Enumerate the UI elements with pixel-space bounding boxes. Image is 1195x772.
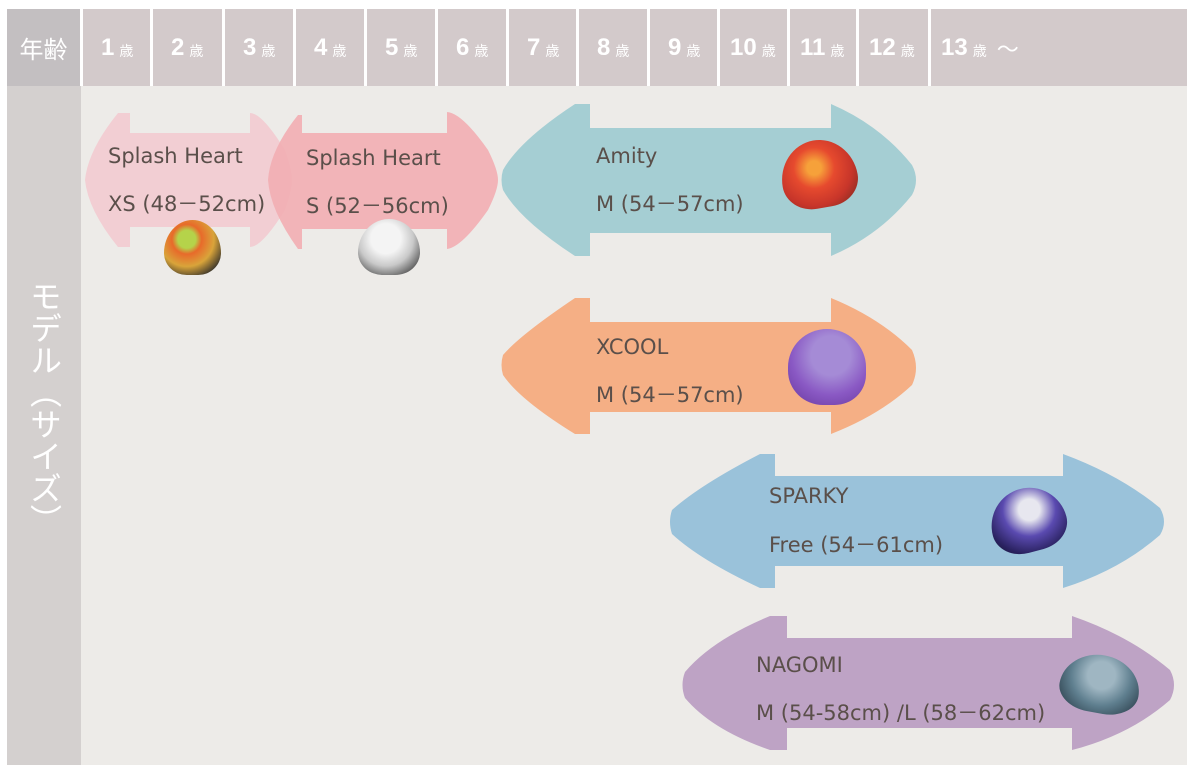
age-label-text: 年齢 [19, 36, 68, 64]
model-size: S (52－56cm) [306, 194, 449, 218]
age-unit: 歳 [189, 43, 204, 60]
age-header-label: 年齢 [7, 9, 80, 86]
age-number: 9 [668, 33, 682, 61]
arrow-splash-heart-xs [85, 113, 292, 247]
model-name: XCOOL [596, 335, 669, 359]
age-number: 12 [869, 33, 896, 61]
arrow-nagomi [682, 616, 1174, 750]
age-unit: 歳 [761, 43, 776, 60]
model-size-label: モデル（サイズ） [25, 280, 63, 536]
age-number: 13 [941, 33, 968, 61]
helmet-image-splash-heart-s [358, 219, 420, 275]
model-name: Splash Heart [306, 146, 441, 170]
model-size: Free (54－61cm) [769, 533, 944, 557]
age-unit: 歳 [119, 43, 134, 60]
age-unit: 歳 [261, 43, 276, 60]
model-name: Amity [596, 144, 658, 168]
age-unit: 歳 [972, 43, 987, 60]
age-unit: 歳 [830, 43, 845, 60]
age-unit: 歳 [686, 43, 701, 60]
model-size: M (54-58cm) /L (58－62cm) [756, 701, 1046, 725]
model-name: SPARKY [769, 484, 849, 508]
arrow-splash-heart-s [268, 112, 498, 249]
age-unit: 歳 [545, 43, 560, 60]
age-number: 5 [385, 33, 399, 61]
age-number: 3 [243, 33, 257, 61]
model-size: M (54－57cm) [596, 192, 744, 216]
age-number: 10 [730, 33, 757, 61]
age-number: 11 [800, 33, 826, 61]
arrow-sparky [670, 454, 1164, 588]
age-number: 7 [527, 33, 541, 61]
age-number: 1 [101, 33, 115, 61]
model-name: Splash Heart [108, 144, 243, 168]
age-number: 2 [171, 33, 185, 61]
model-name: NAGOMI [756, 653, 843, 677]
age-number: 6 [456, 33, 470, 61]
age-unit: 歳 [403, 43, 418, 60]
helmet-image-xcool [788, 329, 866, 405]
age-unit: 歳 [615, 43, 630, 60]
helmet-image-splash-heart-xs [164, 220, 221, 275]
age-unit: 歳 [900, 43, 915, 60]
model-size: XS (48－52cm) [108, 192, 266, 216]
age-unit: 歳 [332, 43, 347, 60]
age-and-up-tilde: 〜 [996, 37, 1019, 63]
model-side-column [7, 86, 81, 765]
age-unit: 歳 [474, 43, 489, 60]
age-number: 4 [314, 33, 328, 61]
model-size: M (54－57cm) [596, 383, 744, 407]
age-number: 8 [597, 33, 611, 61]
